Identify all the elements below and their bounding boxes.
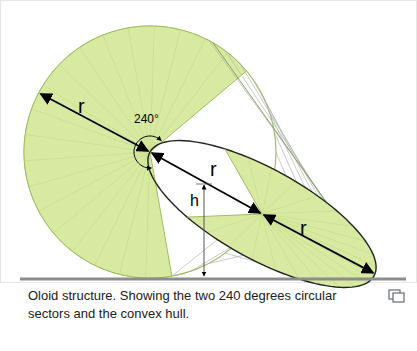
ellipse-outline <box>148 141 376 288</box>
sector-ray <box>262 211 337 214</box>
angle-label: 240° <box>134 113 159 125</box>
sector-ray <box>43 85 150 152</box>
hull-line <box>172 240 218 276</box>
circle-sector <box>24 26 247 278</box>
sector-ray <box>150 30 180 152</box>
sector-ray <box>262 196 317 214</box>
angle-arc <box>134 136 161 168</box>
sector-ray <box>72 152 150 251</box>
sector-ray <box>262 214 321 285</box>
sector-ray <box>103 35 150 152</box>
sector-ray <box>262 181 295 214</box>
sector-ray <box>120 152 150 274</box>
figure-caption: Oloid structure. Showing the two 240 deg… <box>28 287 378 323</box>
sector-ray <box>80 48 150 152</box>
sector-ray <box>262 214 365 241</box>
sector-ray <box>150 39 205 152</box>
sector-ray <box>150 26 154 152</box>
sector-ray <box>207 214 262 232</box>
sector-ray <box>262 214 355 287</box>
sector-ray <box>59 64 150 152</box>
dimension-label: r <box>78 96 85 116</box>
sector-ray <box>25 134 150 152</box>
sector-ray <box>262 214 340 287</box>
sector-ray <box>262 168 272 214</box>
sector-ray <box>53 152 150 233</box>
sector-ray <box>252 214 262 260</box>
sector-ray <box>95 152 150 265</box>
ellipse-sector <box>187 149 376 288</box>
sector-ray <box>24 152 150 161</box>
sector-ray <box>150 53 228 152</box>
dimension-label: r <box>210 159 217 179</box>
sector-ray <box>229 214 262 247</box>
height-dimension <box>204 185 205 276</box>
radius-dimension <box>152 153 261 213</box>
enlarge-icon <box>389 290 404 302</box>
sector-ray <box>128 28 150 152</box>
sector-ray <box>39 152 150 211</box>
sector-ray <box>248 157 262 214</box>
ground-line <box>20 278 406 281</box>
sector-ray <box>29 152 150 187</box>
radius-dimension <box>41 94 149 151</box>
radius-dimension <box>264 215 373 273</box>
sector-ray <box>262 214 276 271</box>
hull-line <box>209 255 244 263</box>
hull-line <box>191 248 231 272</box>
height-tick <box>196 184 212 185</box>
dimension-label: h <box>190 193 199 209</box>
dimension-label: r <box>300 218 307 238</box>
